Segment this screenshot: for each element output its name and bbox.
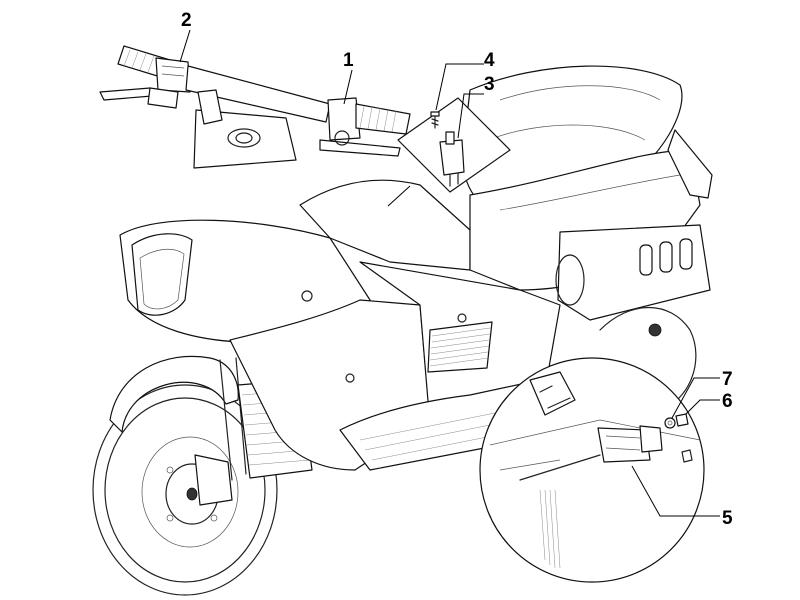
left-brake-lever bbox=[99, 87, 153, 101]
leader-2 bbox=[179, 29, 191, 63]
callout-1: 1 bbox=[343, 50, 354, 71]
leader-6 bbox=[685, 399, 720, 415]
callout-5: 5 bbox=[722, 508, 733, 529]
front-wheel bbox=[92, 384, 278, 596]
callout-2: 2 bbox=[181, 10, 192, 31]
leader-7 bbox=[671, 377, 720, 419]
screw-part-4 bbox=[430, 111, 440, 117]
exhaust-muffler bbox=[555, 224, 711, 321]
headlight bbox=[131, 233, 193, 316]
callout-3: 3 bbox=[484, 74, 495, 95]
leader-4 bbox=[435, 63, 484, 111]
right-switch-housing bbox=[327, 97, 361, 141]
inset-switch-detail bbox=[387, 97, 511, 207]
stop-switch-part-3 bbox=[439, 139, 465, 176]
steering-column bbox=[193, 109, 297, 169]
scooter-body bbox=[92, 65, 713, 596]
inset-brake-switch-detail bbox=[479, 357, 705, 583]
side-vent bbox=[427, 321, 493, 373]
right-brake-lever bbox=[319, 139, 401, 157]
callout-4: 4 bbox=[484, 50, 495, 71]
washer-part-7 bbox=[664, 417, 676, 429]
leader-3 bbox=[457, 93, 484, 139]
callout-7: 7 bbox=[722, 369, 733, 390]
handlebar-assembly bbox=[99, 45, 411, 169]
leader-1 bbox=[343, 69, 353, 105]
callout-6: 6 bbox=[722, 391, 733, 412]
callouts: 1 2 3 4 5 6 7 bbox=[179, 10, 733, 529]
front-fork bbox=[219, 357, 247, 481]
front-mudguard bbox=[109, 355, 239, 433]
tail-light bbox=[667, 129, 713, 199]
leader-5 bbox=[631, 465, 720, 517]
rear-wheel bbox=[599, 307, 697, 411]
right-grip bbox=[355, 103, 411, 135]
screw-part-6 bbox=[675, 413, 689, 427]
handlebar-tube bbox=[185, 65, 331, 123]
